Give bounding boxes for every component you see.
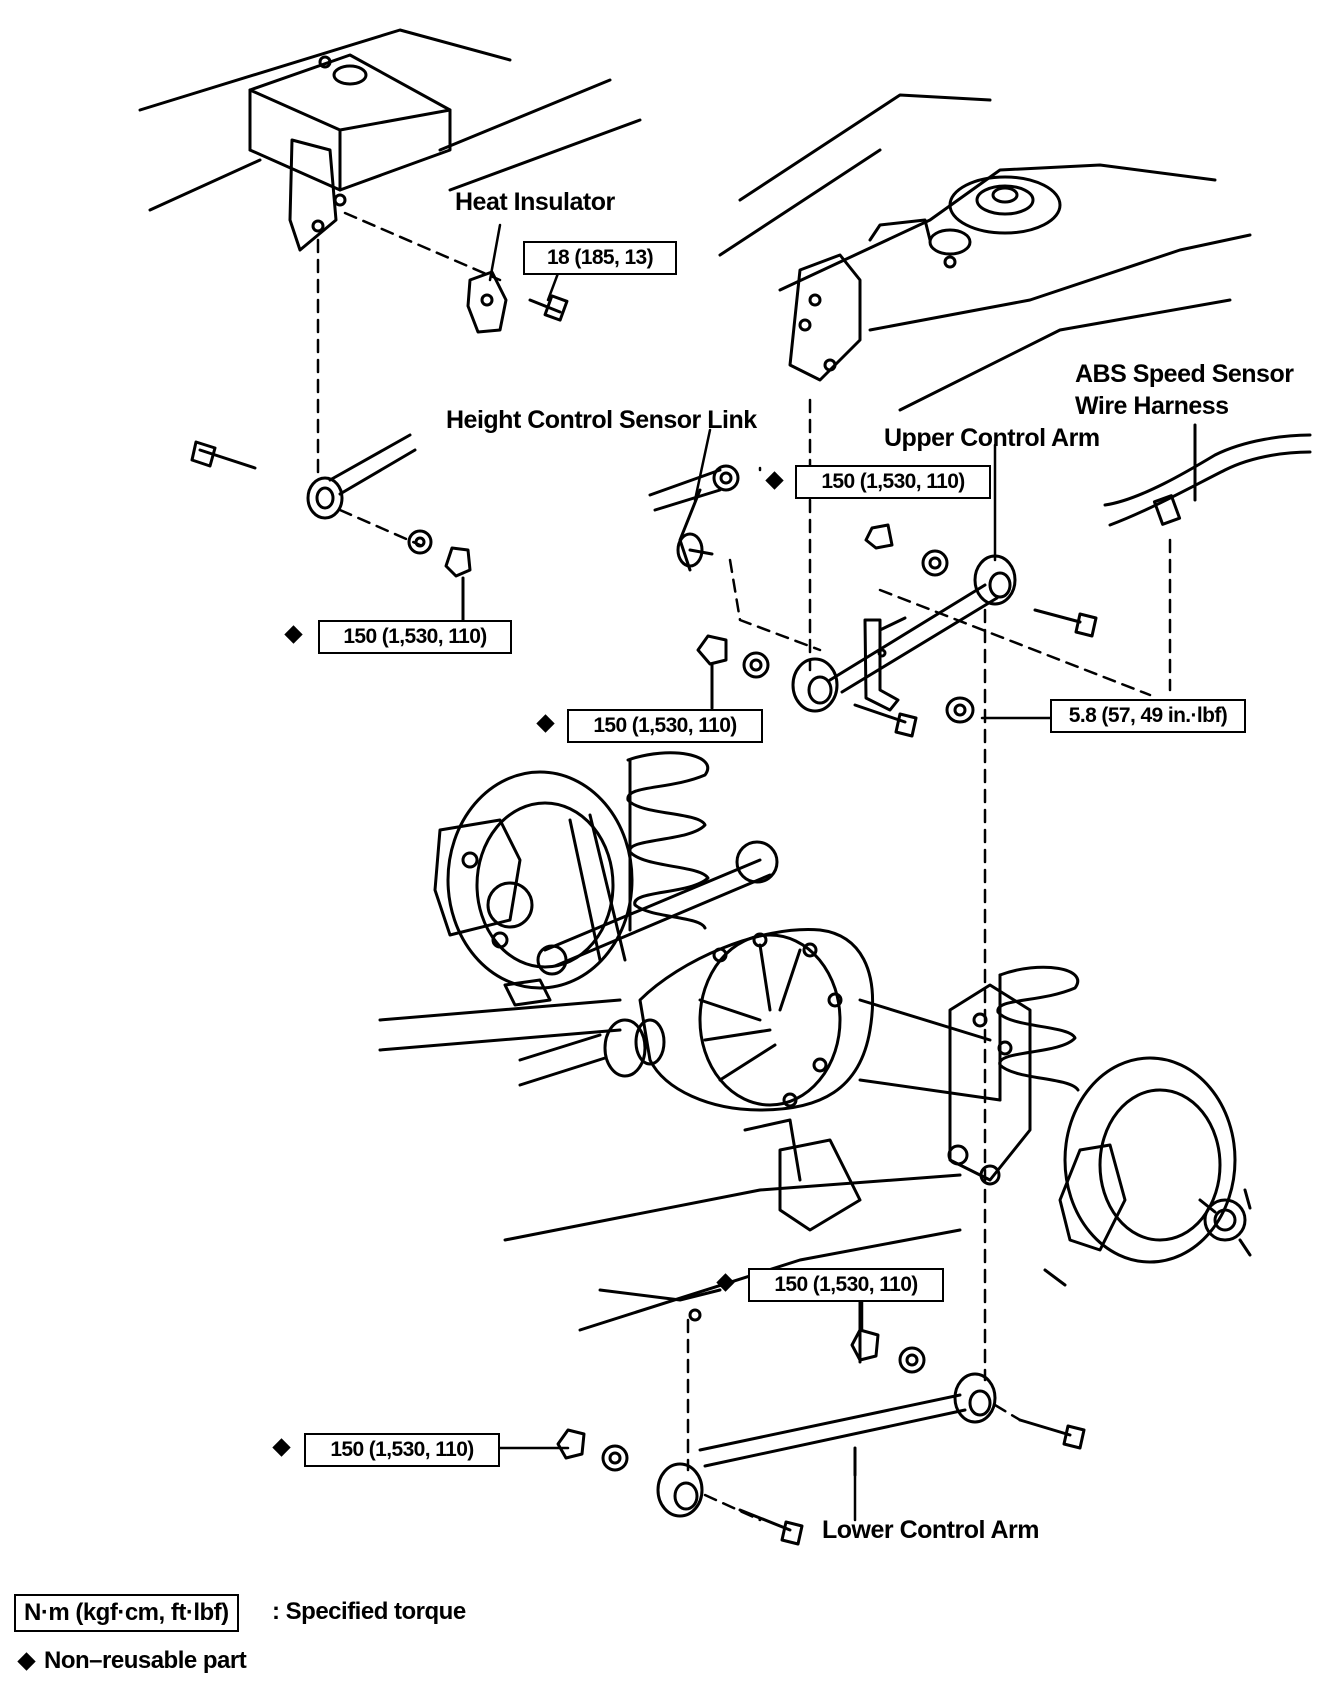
torque-upper-left-nut: 150 (1,530, 110) [318,620,512,654]
torque-upper-arm-front: 150 (1,530, 110) [795,465,991,499]
label-abs-harness-line2: Wire Harness [1075,392,1229,420]
left-frame-member [138,28,642,252]
abs-harness-part [1103,423,1312,527]
label-abs-harness-line1: ABS Speed Sensor [1075,360,1294,388]
dashed-guides [316,211,1172,1522]
lower-control-arm-part [556,1288,1086,1546]
legend-torque-unit: N·m (kgf·cm, ft·lbf) [14,1594,239,1632]
label-lower-control-arm: Lower Control Arm [822,1516,1039,1544]
torque-lower-arm-rear: 150 (1,530, 110) [748,1268,944,1302]
torque-sensor-link-nut: 5.8 (57, 49 in.·lbf) [1050,699,1246,733]
legend-non-reusable: Non–reusable part [44,1647,247,1674]
rear-axle-assembly [378,751,1252,1332]
torque-upper-arm-rear: 150 (1,530, 110) [567,709,763,743]
heat-insulator-part [466,270,569,334]
label-upper-control-arm: Upper Control Arm [884,424,1100,452]
torque-heat-insulator-bolt: 18 (185, 13) [523,241,677,275]
right-frame-member [718,93,1252,412]
left-upper-arm-bushing [190,433,472,634]
label-height-control-sensor-link: Height Control Sensor Link [446,406,757,434]
legend-torque-desc: : Specified torque [272,1598,466,1625]
upper-control-arm-part [696,523,1098,738]
leader-lines [488,223,1197,1522]
height-sensor-link-part [648,464,740,572]
torque-lower-arm-front: 150 (1,530, 110) [304,1433,500,1467]
label-heat-insulator: Heat Insulator [455,188,615,216]
